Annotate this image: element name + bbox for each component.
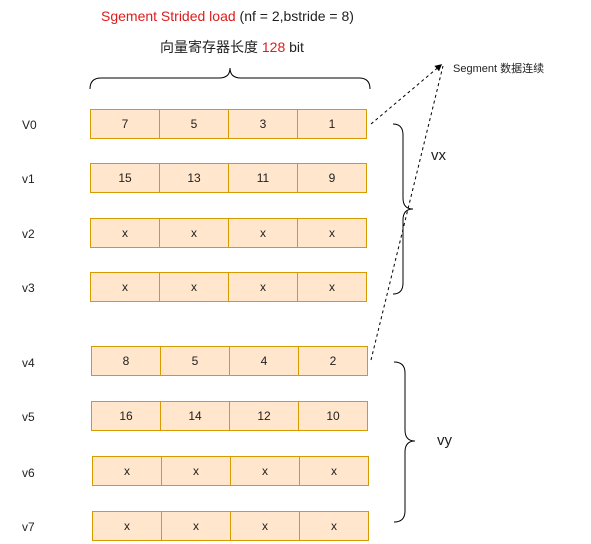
register-cell: 11 [228, 163, 298, 193]
register-label-v0: V0 [22, 118, 37, 132]
register-cell: x [92, 456, 162, 486]
register-label-v7: v7 [22, 520, 35, 534]
register-cell: x [161, 456, 231, 486]
register-cell: x [299, 511, 369, 541]
register-cell: x [299, 456, 369, 486]
register-cell: x [297, 218, 367, 248]
dashed-arrow-from-v0 [370, 64, 443, 125]
register-cell: 10 [298, 401, 368, 431]
title-params: (nf = 2,bstride = 8) [235, 8, 354, 24]
brace-vx [392, 123, 414, 295]
segment-contiguous-note: Segment 数据连续 [453, 63, 545, 75]
register-row-v2: x x x x [90, 218, 367, 248]
register-cell: x [161, 511, 231, 541]
register-row-v5: 16 14 12 10 [91, 401, 368, 431]
width-brace [89, 67, 371, 90]
register-row-v7: x x x x [92, 511, 369, 541]
register-length-label: 向量寄存器长度 128 bit [160, 39, 304, 55]
register-cell: 14 [160, 401, 230, 431]
register-row-v3: x x x x [90, 272, 367, 302]
register-cell: 2 [298, 346, 368, 376]
title-highlight: Sgement Strided load [101, 8, 236, 24]
register-row-v0: 7 5 3 1 [90, 109, 367, 139]
register-cell: x [92, 511, 162, 541]
brace-vy [393, 361, 416, 523]
diagram-title: Sgement Strided load (nf = 2,bstride = 8… [101, 8, 354, 24]
register-cell: 5 [159, 109, 229, 139]
register-cell: 7 [90, 109, 160, 139]
register-cell: x [90, 272, 160, 302]
register-label-v4: v4 [22, 356, 35, 370]
register-length-unit: bit [285, 39, 304, 55]
register-cell: x [230, 456, 300, 486]
group-label-vx: vx [431, 147, 446, 164]
register-cell: 4 [229, 346, 299, 376]
register-cell: 16 [91, 401, 161, 431]
register-cell: 12 [229, 401, 299, 431]
register-label-v2: v2 [22, 227, 35, 241]
register-label-v3: v3 [22, 281, 35, 295]
register-cell: x [159, 272, 229, 302]
register-cell: 15 [90, 163, 160, 193]
register-cell: 1 [297, 109, 367, 139]
register-cell: x [230, 511, 300, 541]
register-row-v6: x x x x [92, 456, 369, 486]
register-cell: 9 [297, 163, 367, 193]
register-label-v5: v5 [22, 410, 35, 424]
register-cell: x [228, 218, 298, 248]
register-length-value: 128 [261, 39, 286, 55]
register-cell: 8 [91, 346, 161, 376]
register-cell: 3 [228, 109, 298, 139]
register-row-v4: 8 5 4 2 [91, 346, 368, 376]
register-row-v1: 15 13 11 9 [90, 163, 367, 193]
register-length-prefix: 向量寄存器长度 [160, 39, 262, 55]
group-label-vy: vy [437, 432, 452, 449]
dashed-arrow-from-v4 [370, 65, 444, 361]
register-cell: x [159, 218, 229, 248]
register-label-v1: v1 [22, 172, 35, 186]
register-label-v6: v6 [22, 466, 35, 480]
register-cell: 5 [160, 346, 230, 376]
register-cell: x [297, 272, 367, 302]
register-cell: 13 [159, 163, 229, 193]
